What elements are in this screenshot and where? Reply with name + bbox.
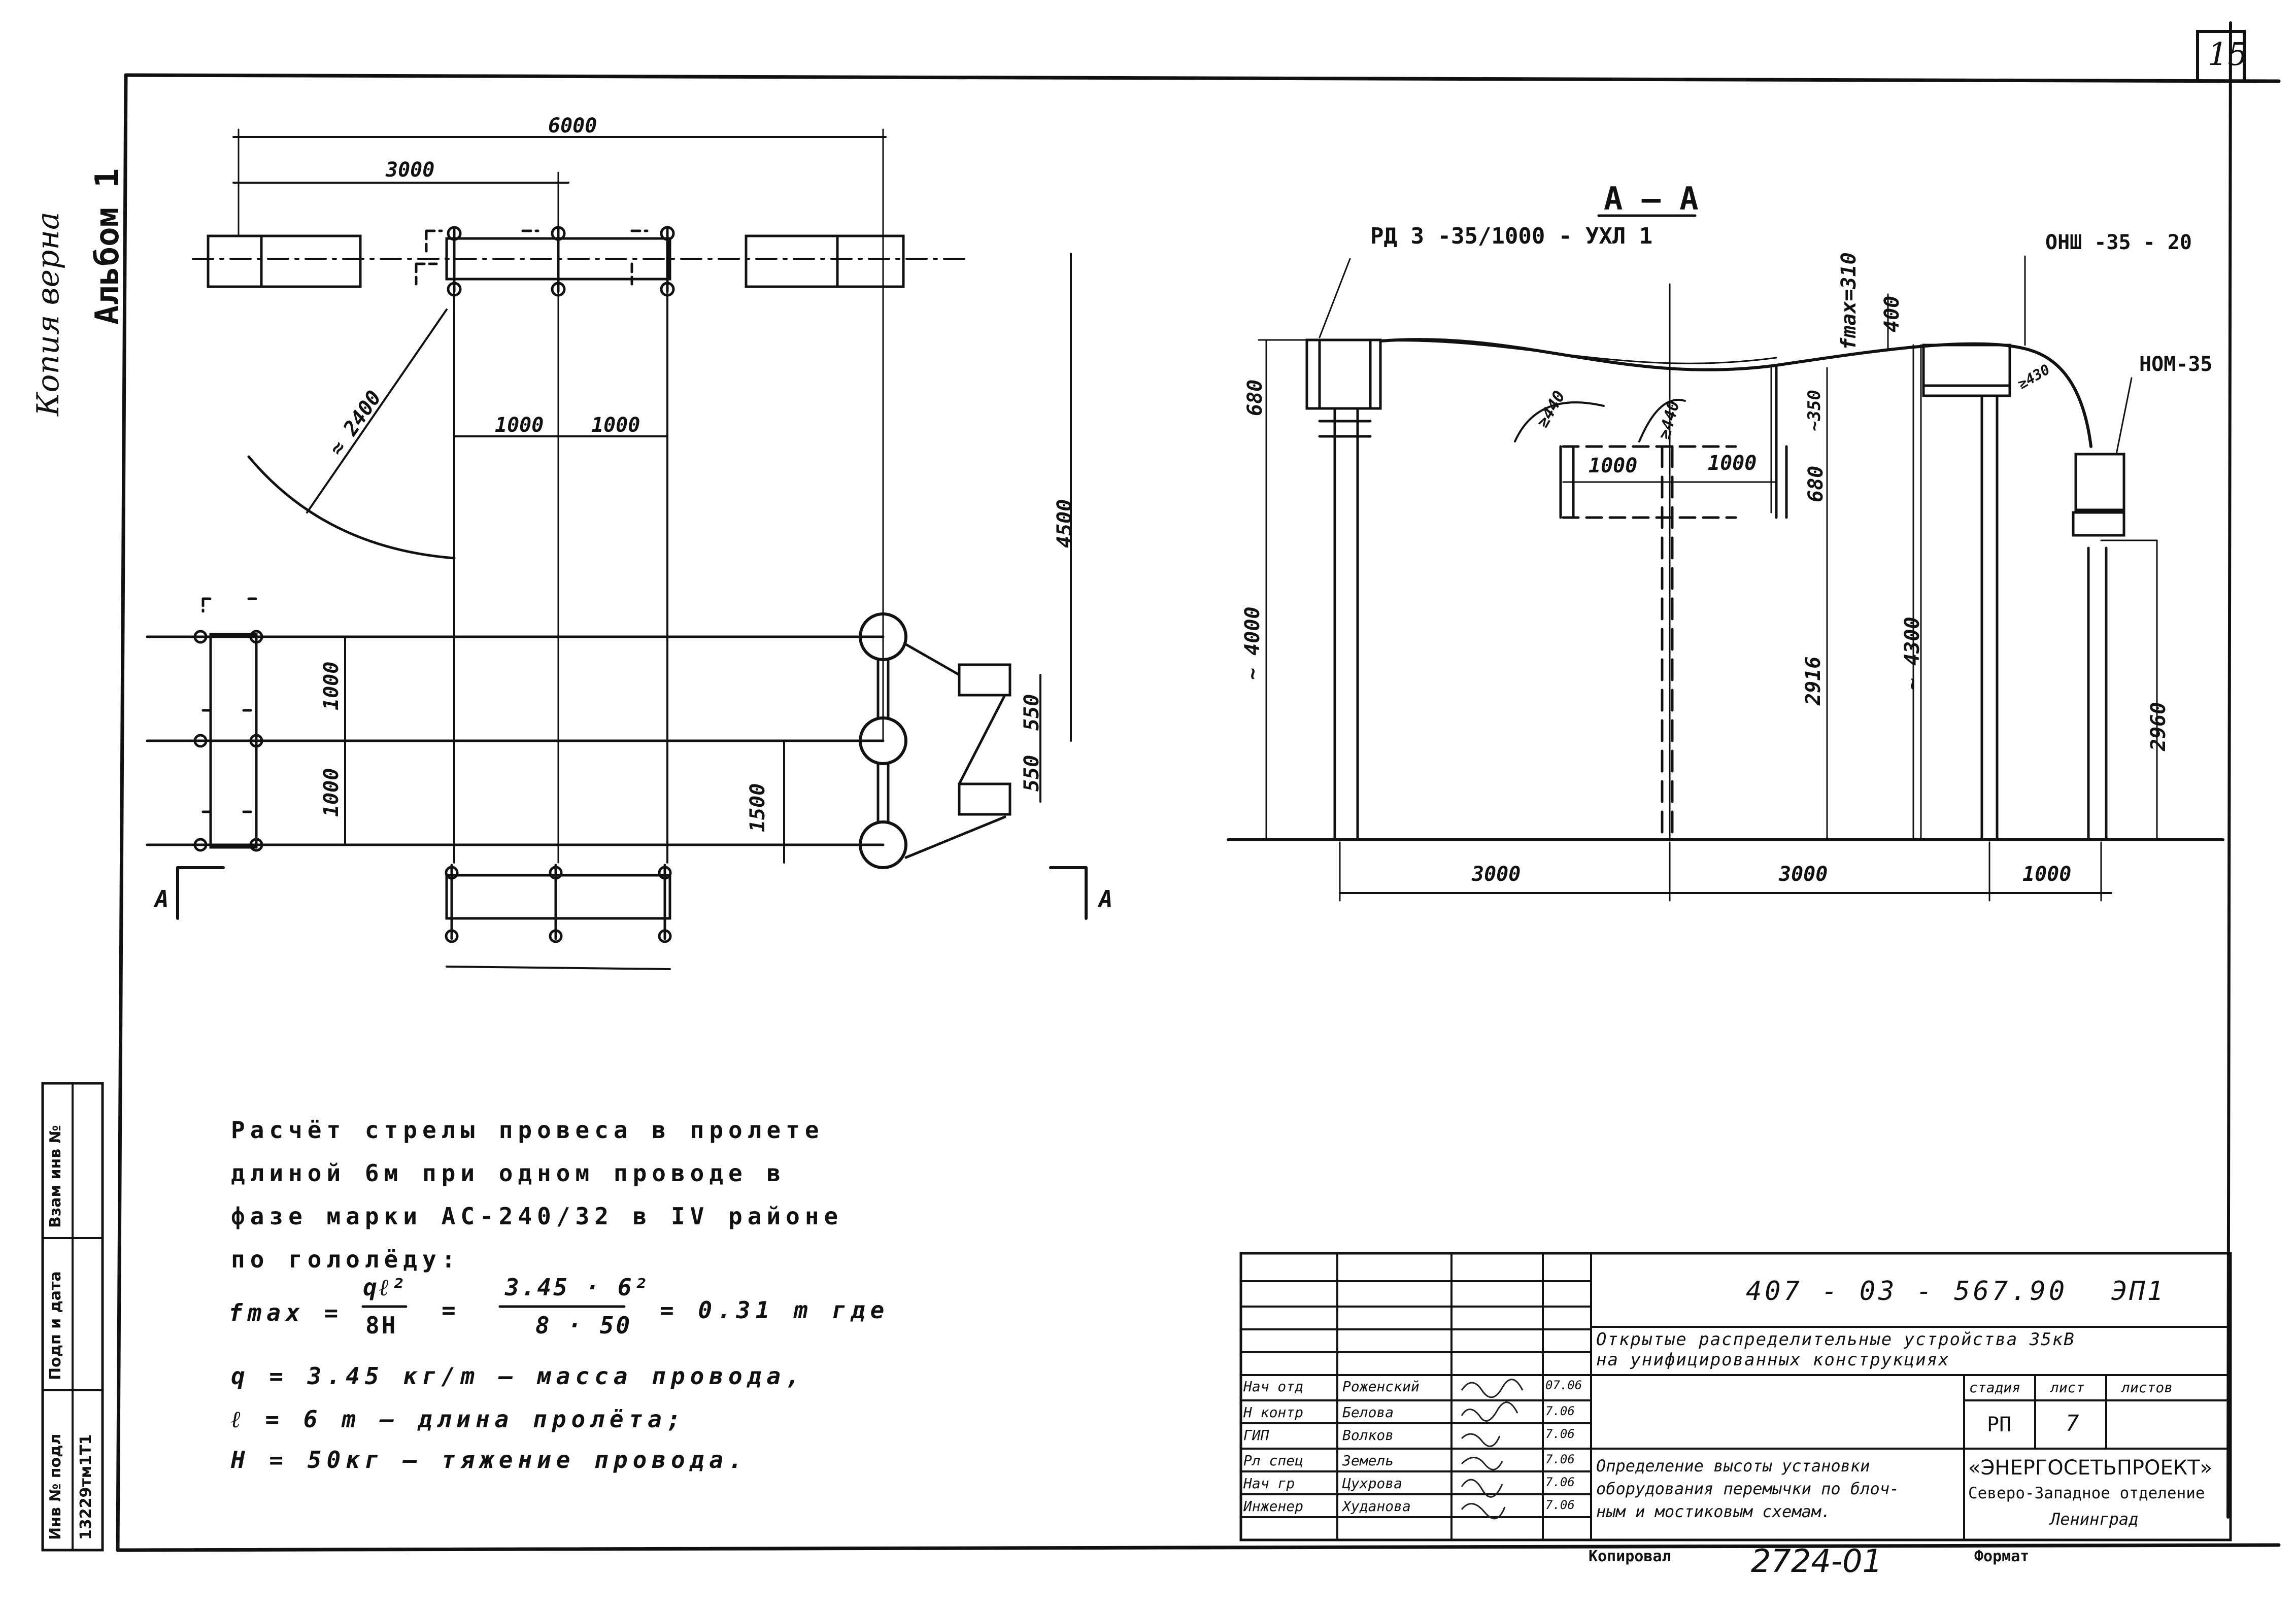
name-2: Белова — [1342, 1404, 1394, 1421]
sec-dim-1000-c: 1000 — [2022, 863, 2072, 886]
left-stamp-grid — [41, 1082, 104, 1552]
name-5: Цухрова — [1342, 1475, 1403, 1492]
role-6: Инженер — [1243, 1498, 1304, 1515]
date-2: 7.06 — [1545, 1404, 1575, 1418]
date-5: 7.06 — [1545, 1475, 1575, 1489]
sec-dim-1000-a: 1000 — [1589, 454, 1638, 477]
copy-number: 2724-01 — [1751, 1542, 1883, 1580]
section-title: А — А — [1604, 180, 1699, 217]
calc-line-2: длиной 6м при одном проводе в — [231, 1159, 786, 1187]
date-4: 7.06 — [1545, 1452, 1575, 1466]
role-5: Нач гр — [1243, 1475, 1295, 1492]
title-block-grid — [1240, 1252, 2232, 1541]
project-title-1: Открытые распределительные устройства 35… — [1596, 1329, 2075, 1350]
plan-view — [146, 128, 1088, 970]
formula-frac1-den: 8H — [365, 1312, 398, 1339]
role-4: Рл спец — [1243, 1452, 1304, 1469]
doc-code: 407 - 03 - 567.90 — [1746, 1276, 2068, 1307]
section-mark-right: А — [1099, 885, 1113, 913]
org-city: Ленинград — [2050, 1510, 2139, 1529]
sheet-title-1: Определение высоты установки — [1596, 1456, 1870, 1476]
formula-frac2-den: 8 · 50 — [535, 1312, 632, 1339]
sheet-title-3: ным и мостиковым схемам. — [1596, 1502, 1831, 1521]
name-4: Земель — [1342, 1452, 1394, 1469]
formula-frac1-num: qℓ² — [363, 1274, 408, 1301]
section-mark-left: А — [155, 885, 169, 913]
disconnector-label: РД З -35/1000 - УХЛ 1 — [1370, 223, 1653, 249]
role-1: Нач отд — [1243, 1378, 1304, 1395]
date-6: 7.06 — [1545, 1498, 1575, 1512]
section-view — [1227, 214, 2224, 902]
formula-result: = 0.31 m где — [660, 1296, 890, 1324]
calc-line-3: фазе марки АС-240/32 в IV районе — [231, 1203, 843, 1230]
role-3: ГИП — [1243, 1427, 1269, 1444]
transformer-label: НОМ-35 — [2139, 353, 2213, 376]
stage-value: РП — [1987, 1413, 2012, 1436]
org-division: Северо-Западное отделение — [1968, 1484, 2205, 1502]
org-name: «ЭНЕРГОСЕТЬПРОЕКТ» — [1968, 1456, 2213, 1480]
formula-eq1: = — [442, 1296, 461, 1324]
role-2: Н контр — [1243, 1404, 1304, 1421]
sheet-title-2: оборудования перемычки по блоч- — [1596, 1479, 1900, 1498]
format-label: Формат — [1974, 1548, 2030, 1565]
date-1: 07.06 — [1545, 1378, 1582, 1392]
sheets-header: листов — [2121, 1379, 2173, 1396]
formula-lhs: fmax = — [228, 1299, 344, 1326]
sheet-header: лист — [2050, 1379, 2085, 1396]
plan-dim-1000-b: 1000 — [591, 414, 640, 437]
project-title-2: на унифицированных конструкциях — [1596, 1350, 1950, 1370]
def-h: H = 50кг — тяжение провода. — [231, 1446, 748, 1473]
copied-label: Копировал — [1589, 1548, 1671, 1565]
stage-header: стадия — [1969, 1379, 2021, 1396]
sec-dim-3000-a: 3000 — [1472, 863, 1521, 886]
name-6: Худанова — [1342, 1498, 1411, 1515]
plan-dim-6000: 6000 — [548, 114, 597, 138]
sec-dim-1000-b: 1000 — [1708, 452, 1757, 475]
plan-dim-1000-a: 1000 — [495, 414, 544, 437]
calc-line-4: по гололёду: — [231, 1246, 461, 1273]
sheet-value: 7 — [2066, 1411, 2079, 1436]
doc-sheet-code: ЭП1 — [2111, 1276, 2165, 1307]
name-1: Роженский — [1342, 1378, 1420, 1395]
def-q: q = 3.45 кг/m — масса провода, — [231, 1362, 805, 1390]
plan-dim-3000: 3000 — [386, 158, 435, 182]
formula-frac2-num: 3.45 · 6² — [505, 1274, 650, 1301]
page-number: 15 — [2208, 36, 2248, 73]
date-3: 7.06 — [1545, 1427, 1575, 1441]
sec-dim-3000-b: 3000 — [1779, 863, 1828, 886]
calc-line-1: Расчёт стрелы провеса в пролете — [231, 1116, 824, 1144]
name-3: Волков — [1342, 1427, 1394, 1444]
sheet-frame — [116, 21, 2281, 1552]
def-l: ℓ = 6 m — длина пролёта; — [231, 1405, 686, 1433]
insulator-label: ОНШ -35 - 20 — [2045, 231, 2192, 254]
